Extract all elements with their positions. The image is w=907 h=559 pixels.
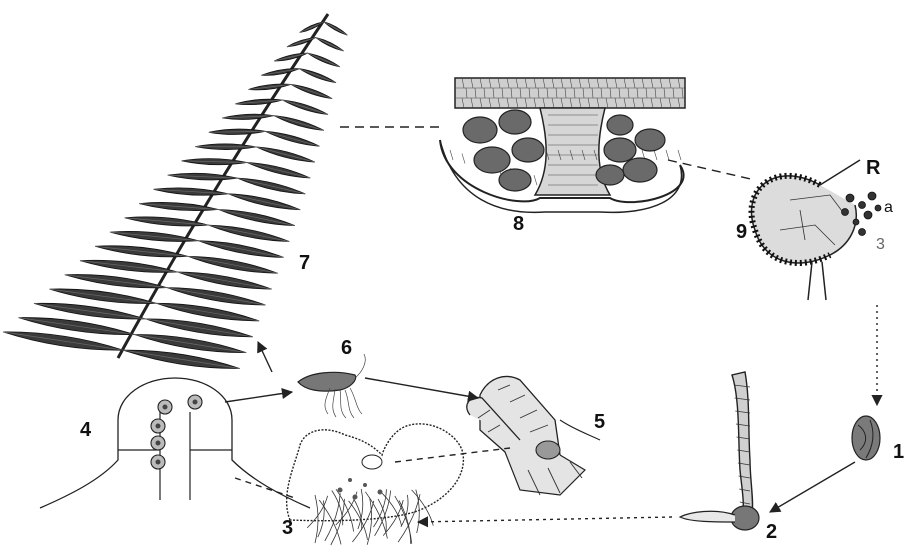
sperm-drawing <box>298 354 365 418</box>
sporangium-drawing <box>751 160 881 300</box>
prothallus-drawing <box>287 424 464 545</box>
label-r: R <box>866 158 880 178</box>
antheridium-to-sperm-arrow <box>225 392 292 402</box>
archegonium-drawing <box>467 376 600 495</box>
label-3-small: 3 <box>876 237 885 253</box>
section-to-prothallus-dashed-line <box>235 478 295 498</box>
germinating-spore-drawing <box>680 372 759 530</box>
label-1: 1 <box>893 442 904 462</box>
label-2: 2 <box>766 522 777 542</box>
spore-drawing <box>852 416 880 460</box>
prothallus-to-archegonium-dashed-line <box>395 448 510 462</box>
label-5: 5 <box>594 412 605 432</box>
label-a: a <box>884 200 893 216</box>
germination-to-prothallus-arrow <box>418 517 672 522</box>
label-8: 8 <box>513 214 524 234</box>
label-7: 7 <box>299 253 310 273</box>
label-4: 4 <box>80 420 91 440</box>
gametangia-section-drawing <box>40 378 310 508</box>
label-3: 3 <box>282 518 293 538</box>
label-9: 9 <box>736 222 747 242</box>
sorus-section-drawing <box>440 78 685 212</box>
label-6: 6 <box>341 338 352 358</box>
zygote-to-sporophyte-arrow <box>258 342 272 372</box>
spore-to-germination-arrow <box>770 462 855 512</box>
sperm-to-archegonium-arrow <box>365 378 478 398</box>
fern-frond-drawing <box>3 14 347 369</box>
